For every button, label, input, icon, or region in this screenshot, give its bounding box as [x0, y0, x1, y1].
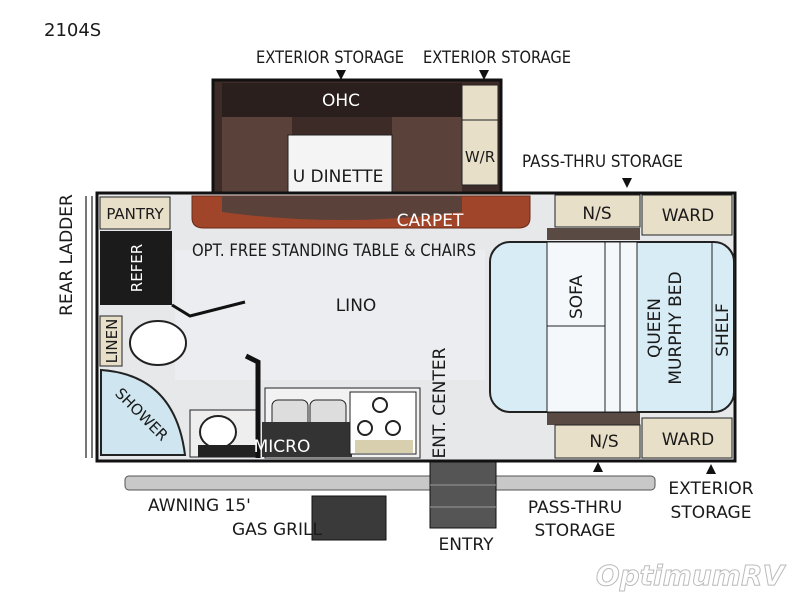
label-wr: W/R — [465, 148, 495, 166]
awning-bar — [124, 475, 656, 491]
label-ent-center: ENT. CENTER — [430, 347, 450, 458]
label-pass-thru-storage-bottom: STORAGE — [535, 521, 616, 541]
label-linen: LINEN — [103, 319, 121, 364]
label-exterior-storage: EXTERIOR STORAGE — [256, 48, 404, 68]
label-gas-grill: GAS GRILL — [232, 520, 322, 540]
label-storage: STORAGE — [671, 503, 752, 523]
label-exterior: EXTERIOR — [668, 479, 753, 499]
label-entry: ENTRY — [439, 535, 495, 555]
arrow-down-icon — [479, 70, 489, 80]
label-ns-bottom: N/S — [589, 432, 618, 452]
wardrobe-bottom — [641, 417, 733, 459]
entry-steps — [429, 461, 497, 529]
wardrobe-wr — [461, 119, 499, 186]
watermark-logo: OptimumRV — [596, 559, 787, 592]
label-lino: LINO — [336, 296, 377, 316]
nightstand-top — [554, 194, 641, 228]
label-ns-top: N/S — [582, 204, 611, 224]
label-shelf: SHELF — [713, 303, 733, 357]
label-carpet: CARPET — [397, 211, 464, 231]
label-micro: MICRO — [254, 437, 311, 457]
murphy-bed-sofa — [489, 228, 735, 425]
label-table-chairs: OPT. FREE STANDING TABLE & CHAIRS — [192, 241, 476, 261]
ohc-cabinet — [222, 83, 462, 117]
arrow-up-icon — [593, 462, 603, 472]
arrow-down-icon — [336, 70, 346, 80]
label-exterior-storage: EXTERIOR STORAGE — [423, 48, 571, 68]
label-pass-thru: PASS-THRU — [528, 498, 622, 518]
lav-sink — [199, 415, 237, 449]
stove — [349, 391, 417, 455]
gas-grill — [311, 495, 387, 541]
arrow-up-icon — [706, 464, 716, 474]
pantry — [99, 196, 171, 230]
refrigerator — [100, 231, 172, 305]
microwave — [262, 422, 352, 457]
model-number: 2104S — [44, 20, 101, 41]
shower — [100, 368, 187, 456]
linen-closet — [99, 315, 123, 367]
label-queen: QUEEN — [645, 298, 665, 358]
bathroom-door — [171, 300, 246, 318]
label-murphy-bed: MURPHY BED — [666, 271, 686, 384]
label-ward-bottom: WARD — [662, 430, 714, 450]
label-sofa: SOFA — [567, 275, 587, 319]
label-ohc: OHC — [322, 91, 360, 111]
label-u-dinette: U DINETTE — [293, 167, 384, 187]
label-rear-ladder: REAR LADDER — [57, 194, 77, 316]
wardrobe-top — [641, 194, 733, 236]
label-pantry: PANTRY — [106, 205, 164, 223]
label-ward-top: WARD — [662, 206, 714, 226]
label-refer: REFER — [128, 244, 146, 292]
label-pass-thru-storage: PASS-THRU STORAGE — [522, 152, 683, 172]
toilet — [129, 320, 187, 366]
arrow-down-icon — [622, 178, 632, 188]
nightstand-bottom — [554, 424, 641, 459]
label-awning: AWNING 15' — [148, 496, 251, 516]
rear-ladder — [85, 196, 93, 458]
